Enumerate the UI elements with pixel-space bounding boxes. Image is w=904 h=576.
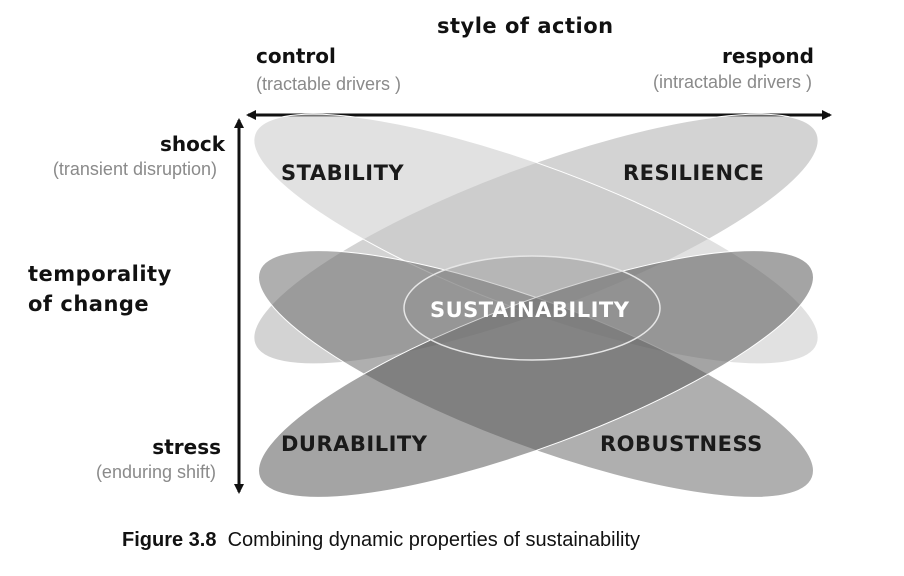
robustness-label: ROBUSTNESS	[600, 432, 763, 456]
control-sub-label: (tractable drivers )	[256, 74, 402, 94]
durability-label: DURABILITY	[281, 432, 428, 456]
stress-sub-label: (enduring shift)	[95, 462, 216, 482]
resilience-label: RESILIENCE	[623, 161, 765, 185]
respond-label: respond	[722, 44, 814, 68]
shock-label: shock	[159, 132, 225, 156]
vertical-axis-title-line2: of change	[28, 292, 150, 316]
shock-sub-label: (transient disruption)	[52, 159, 217, 179]
sustainability-label: SUSTAINABILITY	[430, 298, 630, 322]
figure-caption-text: Combining dynamic properties of sustaina…	[227, 529, 641, 551]
figure-number: Figure 3.8	[122, 529, 217, 551]
durability-ellipse	[258, 250, 814, 498]
horizontal-axis-title: style of action	[437, 14, 614, 38]
sustainability-ellipse	[403, 255, 661, 361]
stress-label: stress	[152, 435, 221, 459]
figure-caption: Figure 3.8 Combining dynamic properties …	[122, 529, 640, 552]
stability-label: STABILITY	[281, 161, 405, 185]
vertical-axis-title-line1: temporality	[28, 262, 172, 286]
respond-sub-label: (intractable drivers )	[652, 72, 812, 92]
control-label: control	[256, 44, 336, 68]
